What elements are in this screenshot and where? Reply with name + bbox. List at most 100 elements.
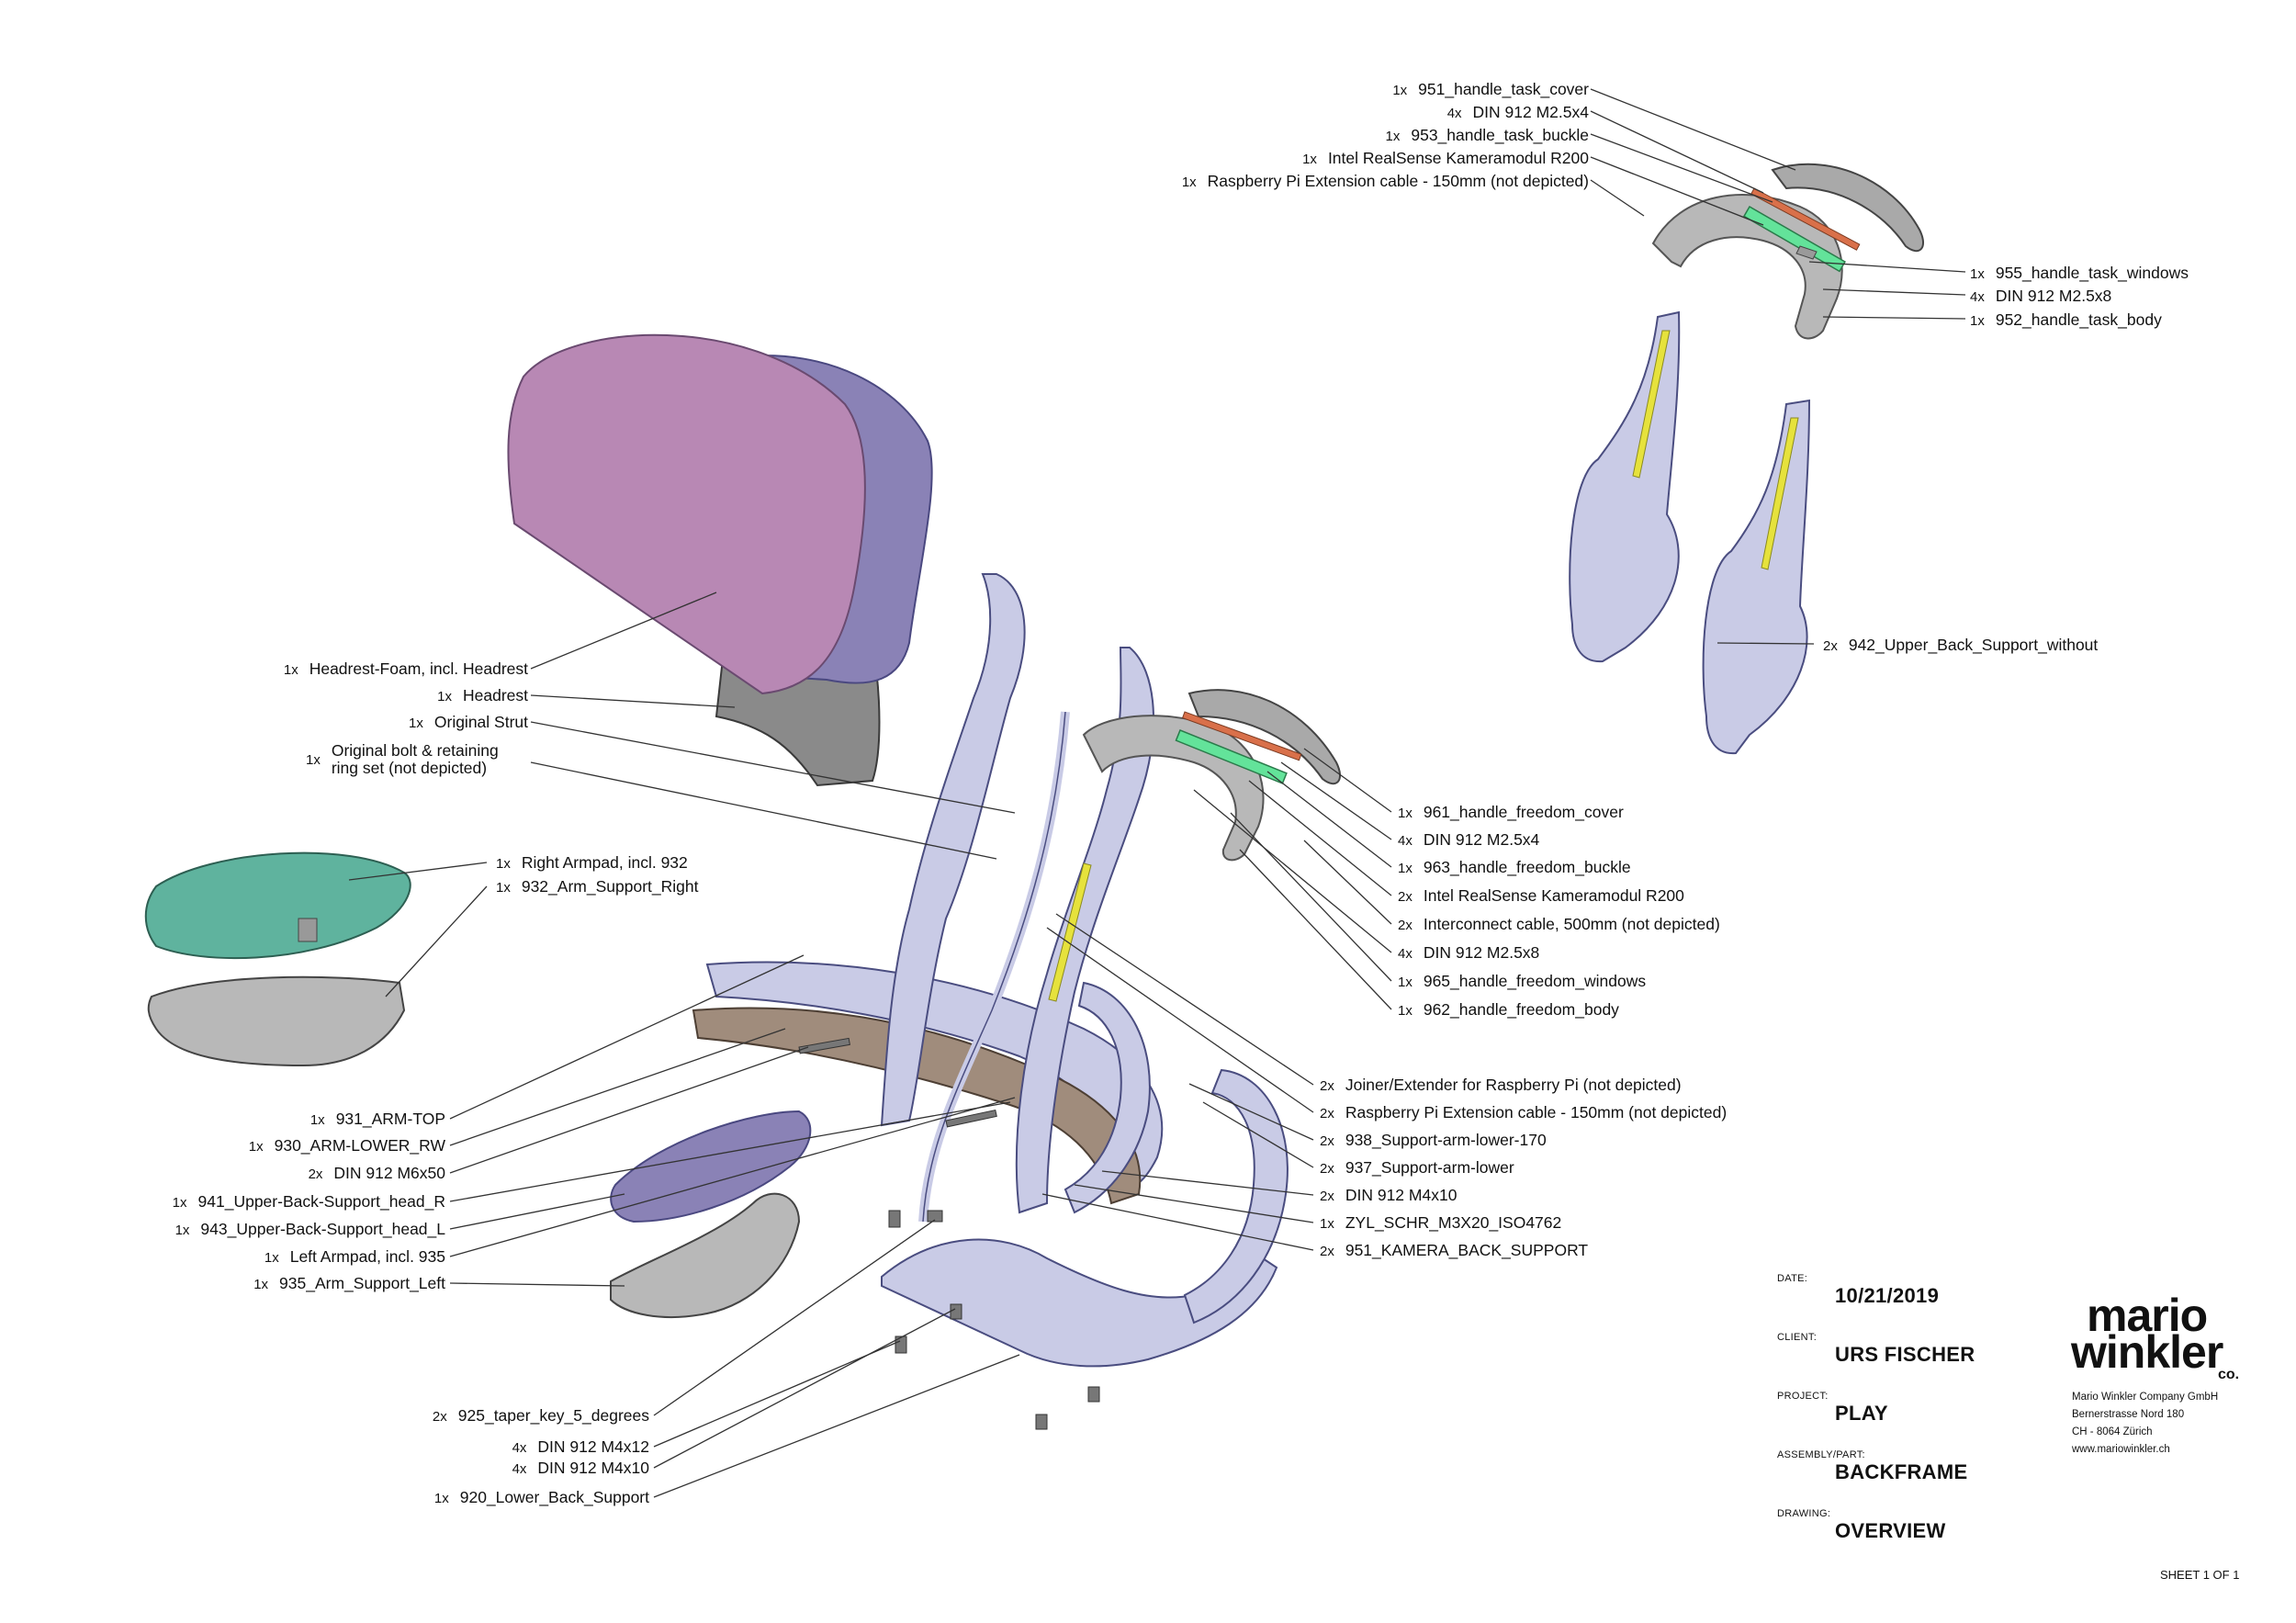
logo-line-2: winkler — [2071, 1326, 2223, 1378]
part-name: 942_Upper_Back_Support_without — [1848, 636, 2099, 654]
part-name: DIN 912 M6x50 — [333, 1164, 445, 1182]
part-name: 953_handle_task_buckle — [1411, 126, 1589, 144]
left-side-parts — [610, 1110, 812, 1319]
qty: 2x — [1398, 918, 1412, 933]
part-name: 935_Arm_Support_Left — [279, 1274, 445, 1292]
part-name: Original bolt & retaining — [331, 741, 499, 760]
qty: 1x — [1302, 152, 1317, 167]
qty: 1x — [1320, 1216, 1334, 1232]
callout-upper-back-support: 2x 942_Upper_Back_Support_without — [1823, 636, 2098, 656]
qty: 2x — [1320, 1244, 1334, 1259]
qty: 2x — [1823, 638, 1838, 654]
qty: 4x — [1446, 106, 1462, 121]
qty: 1x — [174, 1223, 190, 1238]
qty: 2x — [1398, 889, 1412, 905]
qty: 1x — [172, 1195, 187, 1211]
part-name: 932_Arm_Support_Right — [521, 877, 699, 896]
project-value: PLAY — [1835, 1402, 1888, 1425]
qty: 1x — [1385, 129, 1401, 144]
right-armpad — [144, 851, 411, 960]
qty: 1x — [409, 716, 423, 731]
part-name: 930_ARM-LOWER_RW — [274, 1136, 445, 1155]
bolt-m4x10-3 — [1087, 1386, 1100, 1403]
backframe-right-upright — [1015, 647, 1155, 1214]
part-name: Intel RealSense Kameramodul R200 — [1327, 149, 1589, 167]
upper-back-support-2 — [1702, 399, 1811, 755]
handle-task-cover — [1771, 163, 1924, 253]
address-line-4: www.mariowinkler.ch — [2072, 1444, 2170, 1455]
handle-freedom-buckle — [1181, 711, 1302, 761]
interconnect-cable-outline — [922, 711, 1066, 1223]
qty: 1x — [496, 856, 511, 872]
qty: 1x — [1398, 975, 1412, 990]
part-name: 951_handle_task_cover — [1418, 80, 1589, 98]
qty: 1x — [1398, 861, 1412, 876]
callout-bottom-4: 1x 920_Lower_Back_Support — [434, 1488, 649, 1508]
bolt-m6x50-2 — [945, 1109, 997, 1128]
part-name: DIN 912 M4x10 — [1345, 1186, 1458, 1204]
handle-task-assembly — [1651, 163, 1924, 340]
qty: 2x — [1320, 1189, 1334, 1204]
callout-task-3: 1x 953_handle_task_buckle — [1386, 126, 1589, 146]
part-name: Joiner/Extender for Raspberry Pi (not de… — [1345, 1076, 1682, 1094]
qty: 1x — [306, 751, 321, 768]
part-name: 931_ARM-TOP — [335, 1110, 445, 1128]
qty: 1x — [437, 689, 452, 704]
part-name: 941_Upper-Back-Support_head_R — [197, 1192, 445, 1211]
qty: 2x — [1320, 1161, 1334, 1177]
callout-headrest: 1x Headrest — [437, 686, 528, 706]
bolt-m4x10-1 — [950, 1303, 962, 1320]
arm-support-left — [610, 1192, 801, 1319]
qty: 1x — [1970, 313, 1985, 329]
handle-task-body — [1651, 194, 1843, 340]
assembly-value: BACKFRAME — [1835, 1460, 1968, 1483]
part-name: DIN 912 M2.5x4 — [1472, 103, 1589, 121]
qty: 1x — [264, 1250, 279, 1266]
part-name: Raspberry Pi Extension cable - 150mm (no… — [1207, 172, 1589, 190]
callout-left-4: 1x 941_Upper-Back-Support_head_R — [173, 1192, 445, 1212]
part-name: 925_taper_key_5_degrees — [457, 1406, 649, 1425]
qty: 1x — [433, 1491, 449, 1506]
qty: 4x — [1970, 289, 1985, 305]
part-name: Headrest-Foam, incl. Headrest — [309, 659, 528, 678]
qty: 1x — [310, 1112, 325, 1128]
qty: 2x — [432, 1409, 447, 1425]
qty: 2x — [1320, 1078, 1334, 1094]
part-name: Right Armpad, incl. 932 — [521, 853, 688, 872]
part-name: Headrest — [462, 686, 528, 704]
part-name: 955_handle_task_windows — [1995, 264, 2189, 282]
handle-task-camera — [1742, 205, 1846, 273]
qty: 2x — [1320, 1106, 1334, 1121]
callout-task-4: 1x Intel RealSense Kameramodul R200 — [1302, 149, 1589, 169]
part-name: DIN 912 M4x10 — [537, 1459, 649, 1477]
part-name: 920_Lower_Back_Support — [459, 1488, 649, 1506]
callout-left-6: 1x Left Armpad, incl. 935 — [264, 1247, 445, 1268]
headrest-assembly — [507, 333, 933, 787]
headrest-foam — [507, 333, 866, 695]
right-armpad-assembly — [144, 851, 411, 1067]
qty: 2x — [1320, 1133, 1334, 1149]
callout-left-2: 1x 930_ARM-LOWER_RW — [249, 1136, 445, 1156]
qty: 1x — [248, 1139, 264, 1155]
part-name: DIN 912 M4x12 — [537, 1437, 649, 1456]
part-name: 937_Support-arm-lower — [1345, 1158, 1514, 1177]
part-name: Intel RealSense Kameramodul R200 — [1423, 886, 1684, 905]
qty: 4x — [1398, 946, 1412, 962]
support-arm-lower-170 — [1064, 981, 1151, 1214]
part-name: Left Armpad, incl. 935 — [289, 1247, 445, 1266]
